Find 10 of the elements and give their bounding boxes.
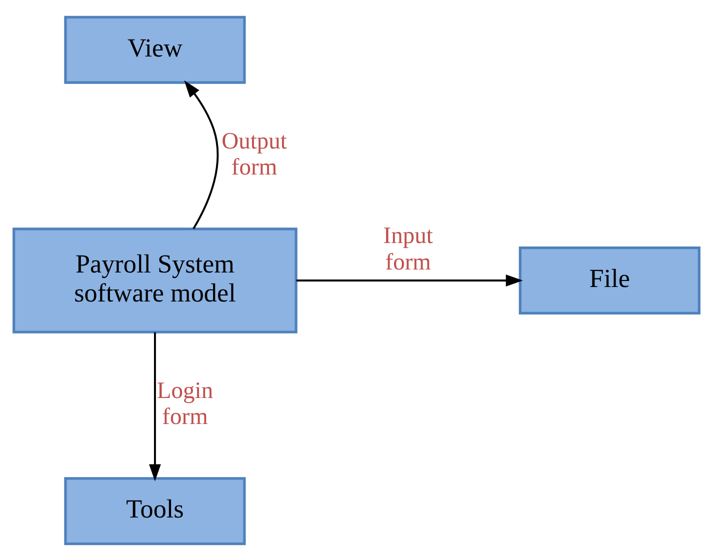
- arrow: [184, 80, 219, 229]
- edge-label: Input form: [383, 222, 433, 275]
- node-box: Payroll System software model: [12, 227, 298, 333]
- edge-label: Output form: [222, 128, 287, 180]
- node-box: Tools: [64, 476, 246, 545]
- edge-label: Login form: [156, 377, 214, 430]
- node-box: View: [64, 15, 246, 84]
- node-box: File: [518, 246, 700, 314]
- arrow: [149, 332, 161, 481]
- arrow: [296, 274, 523, 286]
